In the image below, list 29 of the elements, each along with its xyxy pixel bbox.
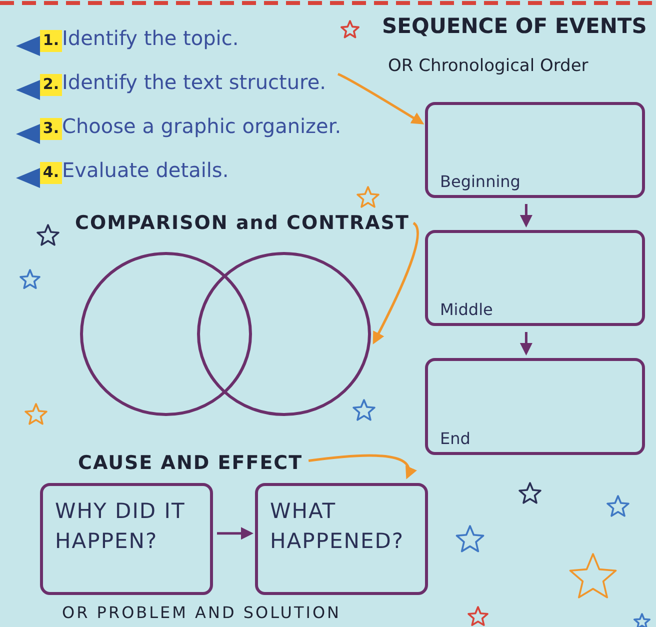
heading: COMPARISON and CONTRAST (75, 212, 410, 234)
list-item: Evaluate details. (62, 158, 229, 182)
arrow (372, 222, 419, 344)
box-label: End (440, 429, 472, 448)
box-label: Beginning (440, 172, 522, 191)
list-item: Identify the text structure. (62, 70, 326, 94)
arrow (520, 332, 532, 356)
caption: OR PROBLEM AND SOLUTION (62, 603, 341, 622)
arrow (520, 204, 532, 228)
answer-box (255, 483, 428, 595)
box-label: WHAT HAPPENED? (269, 498, 406, 555)
sequence-box (425, 358, 645, 455)
box-label: Middle (440, 300, 494, 319)
arrow (337, 72, 424, 124)
number-badge: 3. (40, 118, 62, 140)
list-item: Choose a graphic organizer. (62, 114, 342, 138)
subheading: OR Chronological Order (388, 56, 588, 76)
arrow (308, 454, 416, 480)
arrow (217, 527, 254, 540)
answer-box (40, 483, 213, 595)
list-item: Identify the topic. (62, 26, 239, 50)
sequence-box (425, 230, 645, 326)
box-label: WHY DID IT HAPPEN? (54, 498, 186, 555)
number-badge: 2. (40, 74, 62, 96)
sequence-box (425, 102, 645, 198)
number-badge: 1. (40, 30, 62, 52)
number-badge: 4. (40, 162, 62, 184)
heading: SEQUENCE OF EVENTS (382, 14, 647, 38)
heading: CAUSE AND EFFECT (78, 452, 303, 474)
